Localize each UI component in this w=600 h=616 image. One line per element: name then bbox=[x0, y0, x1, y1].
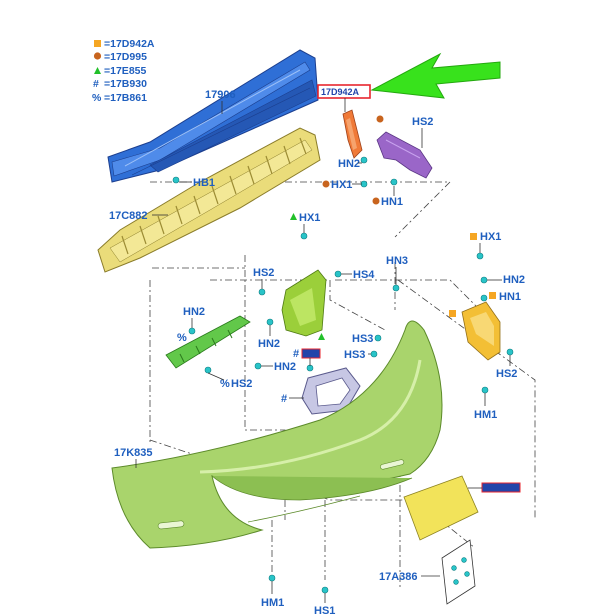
label-absorber: 17C882 bbox=[109, 210, 148, 222]
label-hn1-right: HN1 bbox=[499, 291, 521, 303]
label-hn2-low: HN2 bbox=[274, 361, 296, 373]
label-hx1-right: HX1 bbox=[480, 231, 501, 243]
legend-percent-icon: % bbox=[92, 92, 102, 104]
label-hn1-top: HN1 bbox=[381, 196, 403, 208]
label-hb1: HB1 bbox=[193, 177, 215, 189]
right-side-bracket bbox=[461, 301, 501, 361]
label-hx1-mid: HX1 bbox=[299, 212, 320, 224]
legend-item-5: =17B861 bbox=[104, 92, 147, 104]
highlight-part-number: 17D942A bbox=[321, 87, 360, 97]
label-hn2-left: HN2 bbox=[183, 306, 205, 318]
label-bracket-kit: 17A386 bbox=[379, 571, 418, 583]
label-hs2-low: HS2 bbox=[231, 378, 252, 390]
legend-triangle-icon bbox=[94, 67, 101, 74]
label-hs2-top: HS2 bbox=[412, 116, 433, 128]
label-reinforcement: 17906 bbox=[205, 89, 236, 101]
mark-percent-b: % bbox=[220, 378, 230, 390]
license-plate-panel bbox=[403, 475, 521, 541]
center-tag bbox=[301, 348, 321, 359]
legend-item-3: =17E855 bbox=[104, 65, 146, 77]
legend-square-icon bbox=[94, 40, 101, 47]
legend-item-1: =17D942A bbox=[104, 38, 155, 50]
mark-hash-b: # bbox=[281, 393, 287, 405]
mark-hash-a: # bbox=[293, 348, 299, 360]
label-hs4: HS4 bbox=[353, 269, 375, 281]
legend-circle-icon bbox=[93, 52, 102, 60]
label-hm1-bottom: HM1 bbox=[261, 597, 284, 609]
label-hn2-right: HN2 bbox=[503, 274, 525, 286]
label-hs2-mid: HS2 bbox=[253, 267, 274, 279]
highlight-label: 17D942A bbox=[317, 84, 371, 112]
label-hm1-right: HM1 bbox=[474, 409, 497, 421]
label-hs3-b: HS3 bbox=[344, 349, 365, 361]
purple-bracket bbox=[376, 131, 433, 179]
highlighted-bracket bbox=[342, 109, 363, 159]
label-hs2-right: HS2 bbox=[496, 368, 517, 380]
part-labels: 17906 17C882 17K835 17A386 bbox=[109, 89, 440, 583]
label-hn2-top: HN2 bbox=[338, 158, 360, 170]
label-hx1-top: HX1 bbox=[331, 179, 352, 191]
legend-item-4: =17B930 bbox=[104, 78, 147, 90]
bracket-kit-box bbox=[441, 539, 476, 605]
left-mount-strip bbox=[165, 315, 251, 369]
legend-item-2: =17D995 bbox=[104, 51, 147, 63]
label-hn2-mid: HN2 bbox=[258, 338, 280, 350]
legend: =17D942A =17D995 =17E855 # =17B930 % =17… bbox=[92, 38, 155, 104]
label-hn3: HN3 bbox=[386, 255, 408, 267]
legend-hash-icon: # bbox=[93, 78, 99, 90]
bumper-reinforcement bbox=[107, 49, 319, 183]
center-bracket bbox=[281, 269, 327, 337]
energy-absorber bbox=[97, 127, 321, 273]
fastener-labels: HB1 HS2 HN2 HX1 HN1 HX1 HS2 HS4 HN3 HN2 … bbox=[177, 116, 525, 616]
bumper-cover bbox=[111, 320, 443, 549]
label-hs1-bottom: HS1 bbox=[314, 605, 335, 616]
mark-percent-a: % bbox=[177, 332, 187, 344]
highlight-arrow bbox=[370, 52, 501, 99]
label-hs3-a: HS3 bbox=[352, 333, 373, 345]
label-bumper-cover: 17K835 bbox=[114, 447, 153, 459]
